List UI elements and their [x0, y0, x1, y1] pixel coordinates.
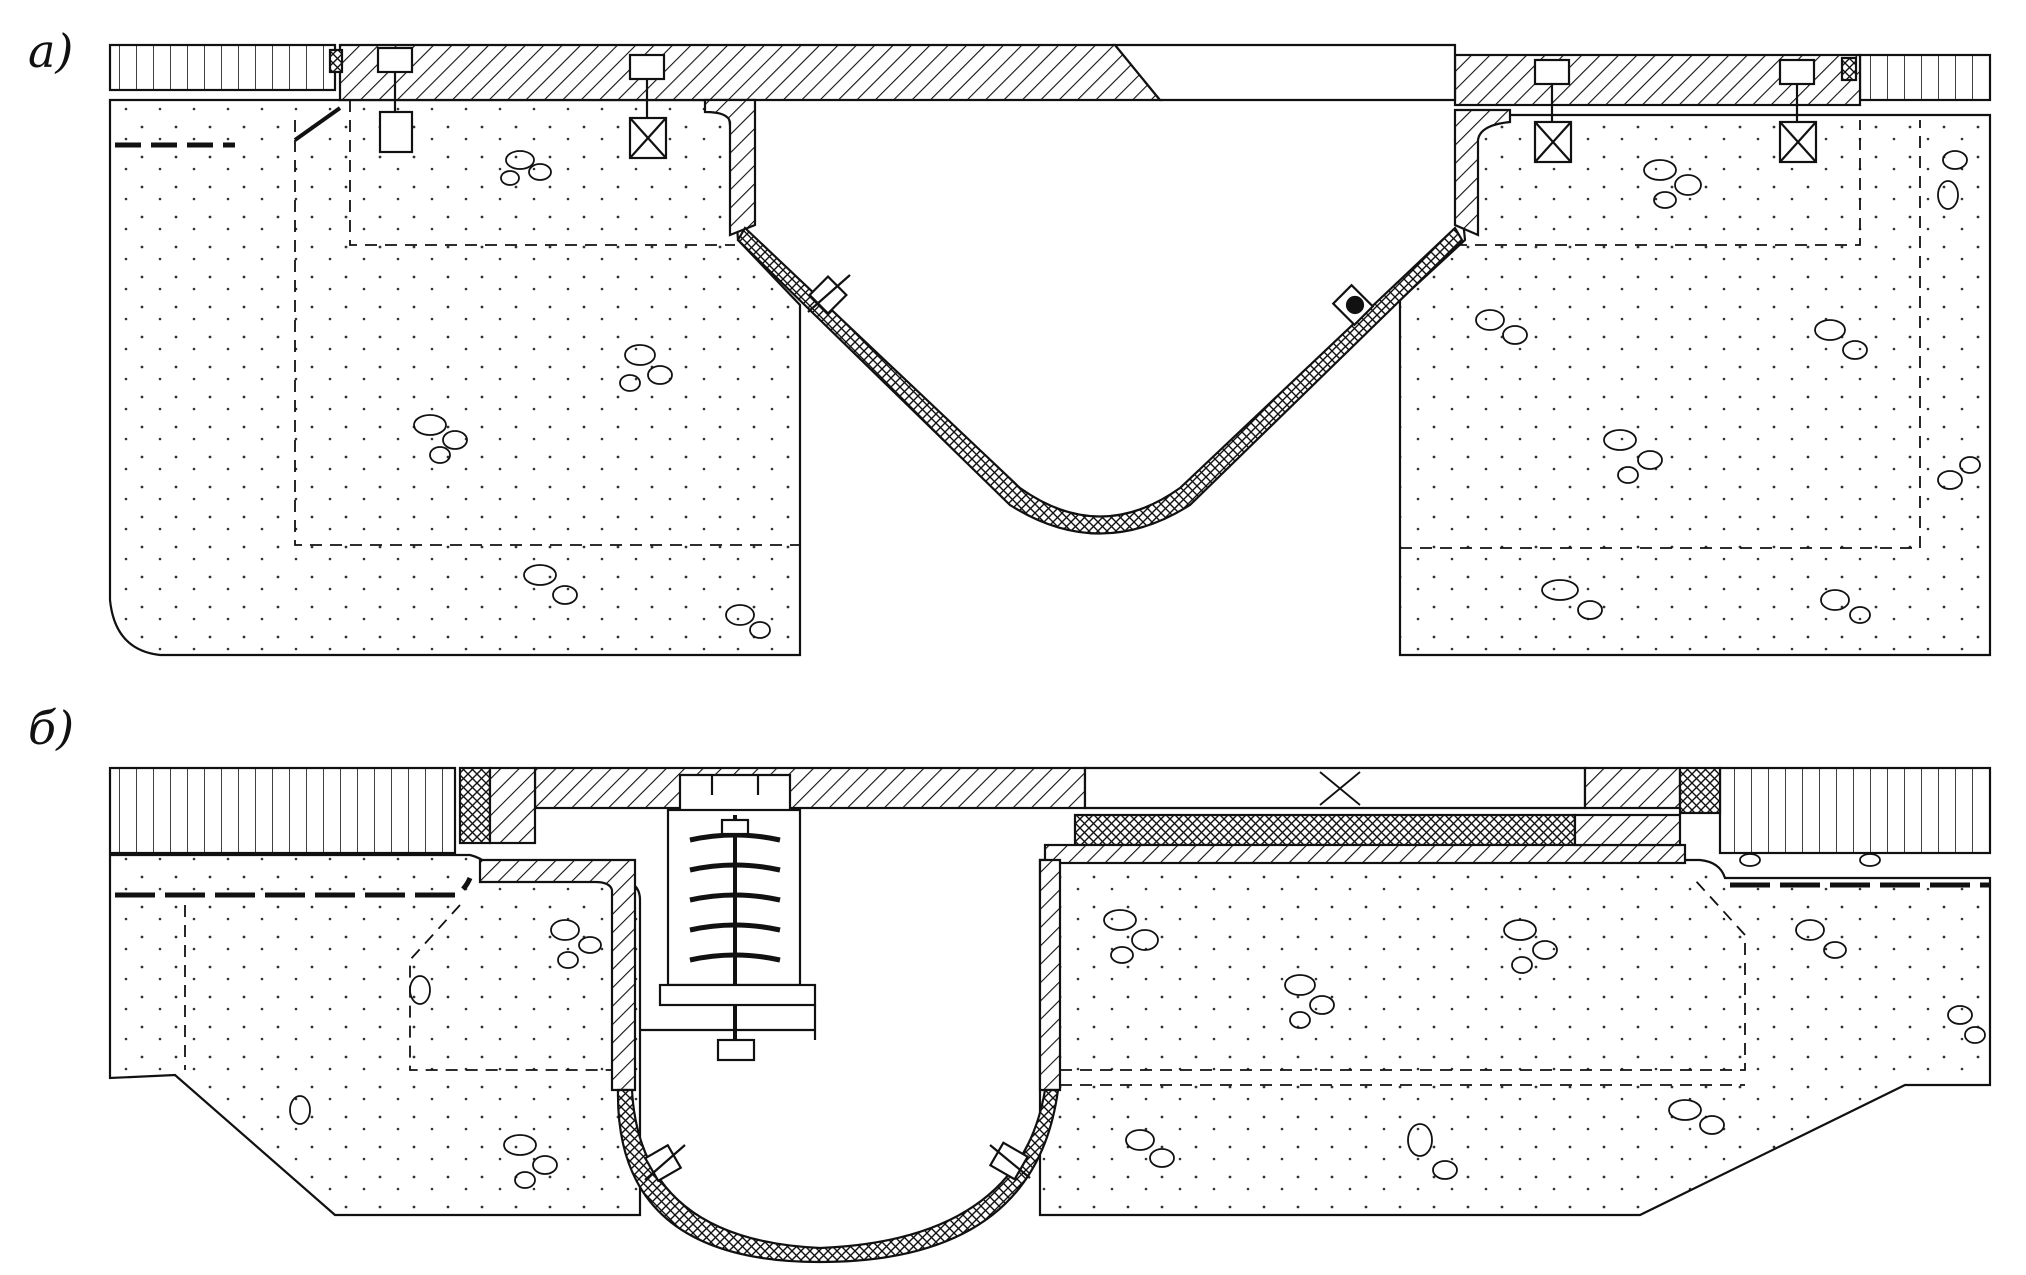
u-compensator-b [616, 1088, 1060, 1264]
anchor-bolt-a3 [1533, 58, 1573, 164]
seal-right-b [1678, 766, 1722, 815]
sliding-plate-b [1043, 843, 1687, 865]
pavement-left-a [108, 43, 337, 92]
clamp-bolt-b1 [643, 1143, 686, 1183]
seal-insert-left-a [328, 48, 344, 74]
anchor-bolt-a4 [1778, 58, 1818, 164]
spring-unit-b [640, 773, 817, 1062]
v-compensator-a [736, 226, 1464, 535]
cover-plate-right-b [1583, 766, 1682, 810]
cover-plate-b [533, 766, 1087, 810]
concrete-block-left-a [108, 98, 802, 657]
steel-angle-right-b [1038, 858, 1062, 1092]
steel-angle-left-a [703, 98, 757, 237]
pavement-right-b [1718, 766, 1992, 855]
panel-label-b: б) [28, 701, 75, 755]
seal-left-b [458, 766, 492, 845]
edge-angle-left-b [488, 766, 537, 845]
anchor-outline-b [184, 879, 1746, 1086]
sliding-pad-b [1073, 813, 1577, 847]
panel-a [108, 43, 1992, 657]
clamp-bolt-b2 [988, 1141, 1031, 1181]
anchor-bolt-a2 [628, 53, 668, 160]
panel-label-a: а) [28, 24, 74, 78]
seal-insert-right-a [1840, 56, 1858, 82]
pavement-left-b [108, 766, 457, 855]
anchor-bolt-a1 [376, 46, 414, 154]
cover-plate-cutout-b [1083, 766, 1587, 810]
concrete-block-right-b [1038, 858, 1992, 1217]
panel-b [108, 766, 1992, 1264]
clamp-bolt-a1 [807, 274, 851, 315]
aggregate-b [289, 853, 1986, 1189]
clamp-bolt-a2 [1331, 283, 1375, 327]
waterproofing-left-b [115, 876, 473, 898]
pavement-right-a [1858, 53, 1992, 102]
steel-angle-right-a [1453, 108, 1512, 237]
cover-plate-left-a [338, 43, 1163, 102]
concrete-block-right-a [1398, 113, 1992, 657]
anchor-outline-a [294, 100, 1921, 549]
concrete-block-left-b [108, 853, 642, 1217]
drain-pipe-a [293, 106, 342, 142]
cover-plate-mid-a [1112, 43, 1457, 102]
aggregate-a [413, 150, 1981, 639]
